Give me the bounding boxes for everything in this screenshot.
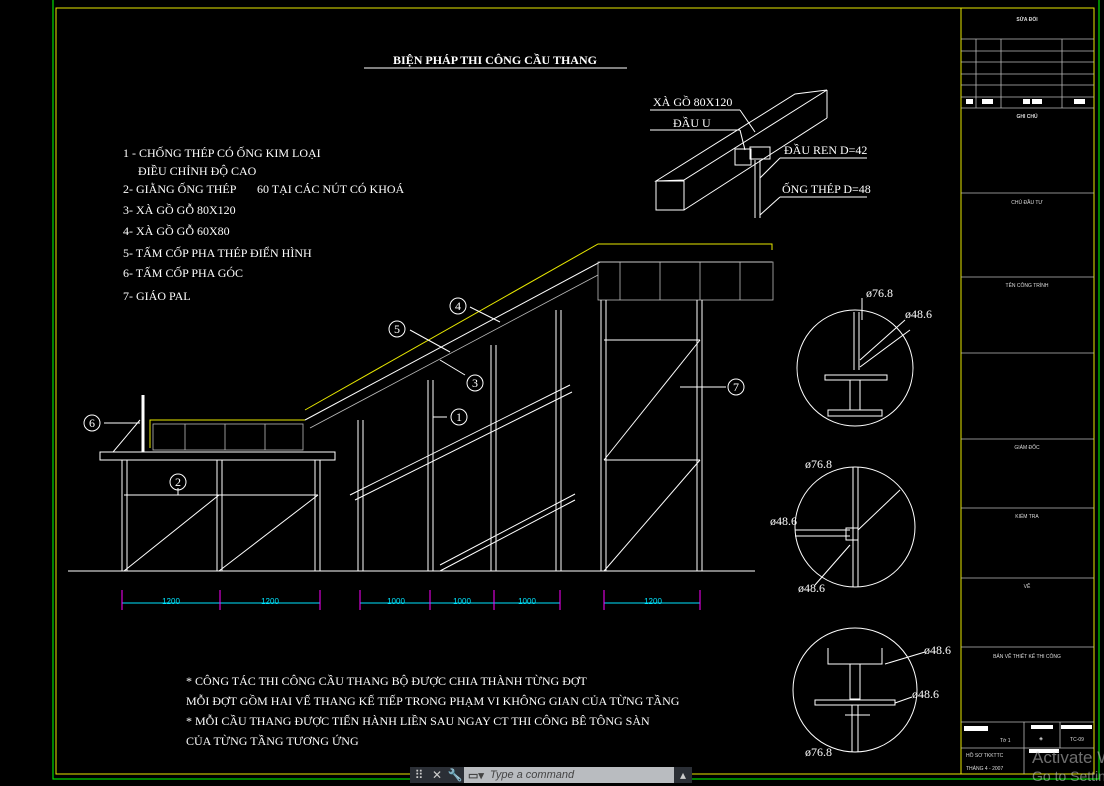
label-steel-pipe: ỐNG THÉP D=48 (782, 181, 871, 196)
tb-revision: SỬA ĐỔI (1016, 16, 1038, 23)
dimension-label: 1000 (453, 597, 471, 606)
legend-item: 4- XÀ GỒ GỖ 60X80 (123, 223, 230, 238)
note-line: CỦA TỪNG TẦNG TƯƠNG ỨNG (186, 733, 359, 748)
dimension-label: 1200 (162, 597, 180, 606)
legend-item: 5- TẤM CỐP PHA THÉP ĐIỂN HÌNH (123, 245, 312, 260)
detail-circle-3 (792, 627, 926, 753)
callouts: 1 2 3 4 5 6 7 (83, 297, 745, 491)
dimension-label: 1000 (387, 597, 405, 606)
dimension-line: 1200 1200 1000 1000 1000 1200 (121, 590, 701, 610)
compass-icon: ◈ (1039, 736, 1043, 742)
wrench-icon[interactable]: 🔧 (447, 768, 463, 782)
legend-item: 2- GIẰNG ỐNG THÉP 60 TẠI CÁC NÚT CÓ KHOÁ (123, 181, 405, 196)
tb-project: TÊN CÔNG TRÌNH (1006, 281, 1049, 289)
callout-7: 7 (733, 380, 739, 394)
note-line: MỖI ĐỢT GỒM HAI VẾ THANG KẾ TIẾP TRONG P… (186, 693, 680, 708)
tb-date: THÁNG 4 - 2007 (966, 765, 1003, 772)
legend-item: 7- GIÁO PAL (123, 289, 191, 303)
construction-notes: * CÔNG TÁC THI CÔNG CẦU THANG BỘ ĐƯỢC CH… (186, 673, 680, 748)
detail-circle-2 (794, 466, 916, 588)
history-chevron-up-icon[interactable]: ▴ (679, 768, 687, 782)
tb-file-no: HỒ SƠ TKKTTC (966, 752, 1004, 759)
circle-label: ø48.6 (770, 514, 797, 528)
drag-handle-icon[interactable]: ⠿ (414, 768, 424, 782)
legend-item: 3- XÀ GỒ GỖ 80X120 (123, 202, 236, 217)
callout-2: 2 (175, 475, 181, 489)
tb-drawing-type: BẢN VẼ THIẾT KẾ THI CÔNG (993, 653, 1061, 660)
detail-circle-1 (796, 298, 914, 427)
callout-3: 3 (472, 376, 478, 390)
command-line-bar: ⠿ ✕ 🔧 ▭▾ Type a command ▴ (410, 767, 692, 783)
dimension-label: 1200 (261, 597, 279, 606)
tb-director: GIÁM ĐỐC (1014, 444, 1040, 451)
callout-4: 4 (455, 299, 461, 313)
watermark-line1: Activate W (1032, 748, 1104, 767)
tb-checker: KIỂM TRA (1015, 513, 1039, 520)
tb-drawer: VẼ (1024, 583, 1031, 590)
command-input[interactable]: ▭▾ Type a command (464, 767, 674, 783)
drawing-title: BIỆN PHÁP THI CÔNG CẦU THANG (393, 52, 597, 67)
circle-label: ø76.8 (805, 457, 832, 471)
circle-label: ø76.8 (866, 286, 893, 300)
watermark-line2: Go to Settings (1032, 768, 1104, 784)
circle-label: ø76.8 (805, 745, 832, 759)
tb-notes: GHI CHÚ (1016, 113, 1038, 120)
legend: 1 - CHỐNG THÉP CÓ ỐNG KIM LOẠI ĐIỀU CHỈN… (123, 145, 405, 303)
label-screw-head: ĐẦU REN D=42 (784, 142, 867, 157)
close-icon[interactable]: ✕ (431, 768, 443, 782)
circle-label: ø48.6 (912, 687, 939, 701)
label-beam: XÀ GỒ 80X120 (653, 94, 732, 109)
prompt-icon[interactable]: ▭▾ (468, 769, 484, 782)
outer-frame (52, 0, 1100, 780)
circle-label: ø48.6 (924, 643, 951, 657)
label-u-head: ĐẦU U (673, 115, 711, 130)
beam-detail (650, 89, 867, 218)
legend-item: 1 - CHỐNG THÉP CÓ ỐNG KIM LOẠI (123, 145, 321, 160)
callout-1: 1 (456, 410, 462, 424)
legend-item: 6- TẤM CỐP PHA GÓC (123, 265, 243, 280)
dimension-label: 1000 (518, 597, 536, 606)
circle-label: ø48.6 (798, 581, 825, 595)
activation-watermark: Activate W Go to Settings (1032, 748, 1104, 786)
tb-owner: CHỦ ĐẦU TƯ (1011, 199, 1043, 206)
inner-frame (55, 7, 1095, 775)
callout-6: 6 (89, 416, 95, 430)
circle-label: ø48.6 (905, 307, 932, 321)
tb-code: TC-09 (1070, 737, 1084, 743)
command-placeholder: Type a command (489, 769, 575, 781)
legend-item: ĐIỀU CHỈNH ĐỘ CAO (138, 163, 257, 178)
dimension-label: 1200 (644, 597, 662, 606)
note-line: * MỖI CẦU THANG ĐƯỢC TIẾN HÀNH LIỀN SAU … (186, 713, 650, 728)
note-line: * CÔNG TÁC THI CÔNG CẦU THANG BỘ ĐƯỢC CH… (186, 673, 588, 688)
stair-section: 1 2 3 4 5 6 7 (68, 243, 774, 572)
tb-sheet: Tờ 1 (1000, 738, 1011, 744)
callout-5: 5 (394, 322, 400, 336)
title-block: SỬA ĐỔI GHI CHÚ CHỦ ĐẦU TƯ TÊN CÔNG TRÌN… (961, 16, 1094, 774)
